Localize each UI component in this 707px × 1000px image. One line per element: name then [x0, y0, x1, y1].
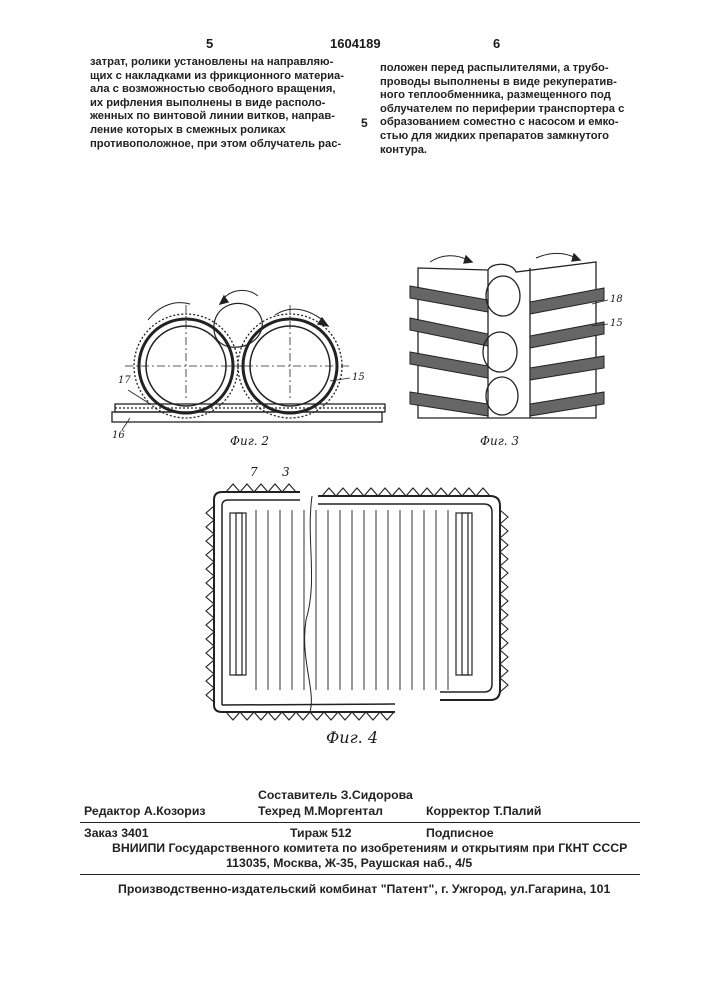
patent-number: 1604189	[330, 36, 381, 51]
helical-rib	[500, 510, 508, 692]
text-line: женных по винтовой линии витков, направ-	[90, 110, 352, 124]
fig3-label-15: 15	[610, 318, 623, 329]
footer-address: 113035, Москва, Ж-35, Раушская наб., 4/5	[226, 856, 472, 870]
footer-circulation: Тираж 512	[290, 826, 352, 840]
text-line: облучателем по периферии транспортера с	[380, 103, 642, 117]
footer-compiler: Составитель З.Сидорова	[258, 788, 413, 802]
text-line: стью для жидких препаратов замкнутого	[380, 130, 642, 144]
fig2-label-17: 17	[118, 375, 131, 386]
text-line: противоположное, при этом облучатель рас…	[90, 138, 352, 152]
left-text-column: затрат, ролики установлены на направляю-…	[90, 56, 352, 151]
footer-publisher: Производственно-издательский комбинат "П…	[118, 882, 610, 896]
helical-rib	[226, 712, 394, 720]
text-line: ного теплообменника, размещенного под	[380, 89, 642, 103]
footer-corrector: Корректор Т.Палий	[426, 804, 541, 818]
fig2-caption: Фиг. 2	[230, 434, 269, 448]
text-line: проводы выполнены в виде рекуператив-	[380, 76, 642, 90]
footer-techred: Техред М.Моргентал	[258, 804, 383, 818]
helical-rib	[226, 484, 296, 492]
text-line: ление которых в смежных роликах	[90, 124, 352, 138]
footer-editor: Редактор А.Козориз	[84, 804, 206, 818]
page-number-left: 5	[206, 36, 213, 51]
footer-rule-bottom	[80, 874, 640, 875]
fig4-caption: Фиг. 4	[326, 728, 378, 747]
text-line: щих с накладками из фрикционного материа…	[90, 70, 352, 84]
footer-rule-top	[80, 822, 640, 823]
footer-institute: ВНИИПИ Государственного комитета по изоб…	[112, 841, 627, 855]
right-text-column: положен перед распылителями, а трубо- пр…	[380, 62, 642, 157]
text-line: положен перед распылителями, а трубо-	[380, 62, 642, 76]
footer-order: Заказ 3401	[84, 826, 149, 840]
text-line: образованием соместно с насосом и емко-	[380, 116, 642, 130]
text-line: их рифления выполнены в виде располо-	[90, 97, 352, 111]
helical-rib	[322, 488, 490, 496]
helical-rib	[206, 506, 214, 702]
fig2-label-15: 15	[352, 372, 365, 383]
margin-line-number: 5	[361, 116, 368, 130]
fig3-caption: Фиг. 3	[480, 434, 519, 448]
fig4-label-7: 7	[250, 465, 258, 479]
fig4-label-3: 3	[282, 465, 290, 479]
text-line: ала с возможностью свободного вращения,	[90, 83, 352, 97]
fig3-label-18: 18	[610, 294, 623, 305]
footer-subscription: Подписное	[426, 826, 494, 840]
page-number-right: 6	[493, 36, 500, 51]
fig2-label-16: 16	[112, 430, 125, 441]
text-line: контура.	[380, 144, 642, 158]
text-line: затрат, ролики установлены на направляю-	[90, 56, 352, 70]
